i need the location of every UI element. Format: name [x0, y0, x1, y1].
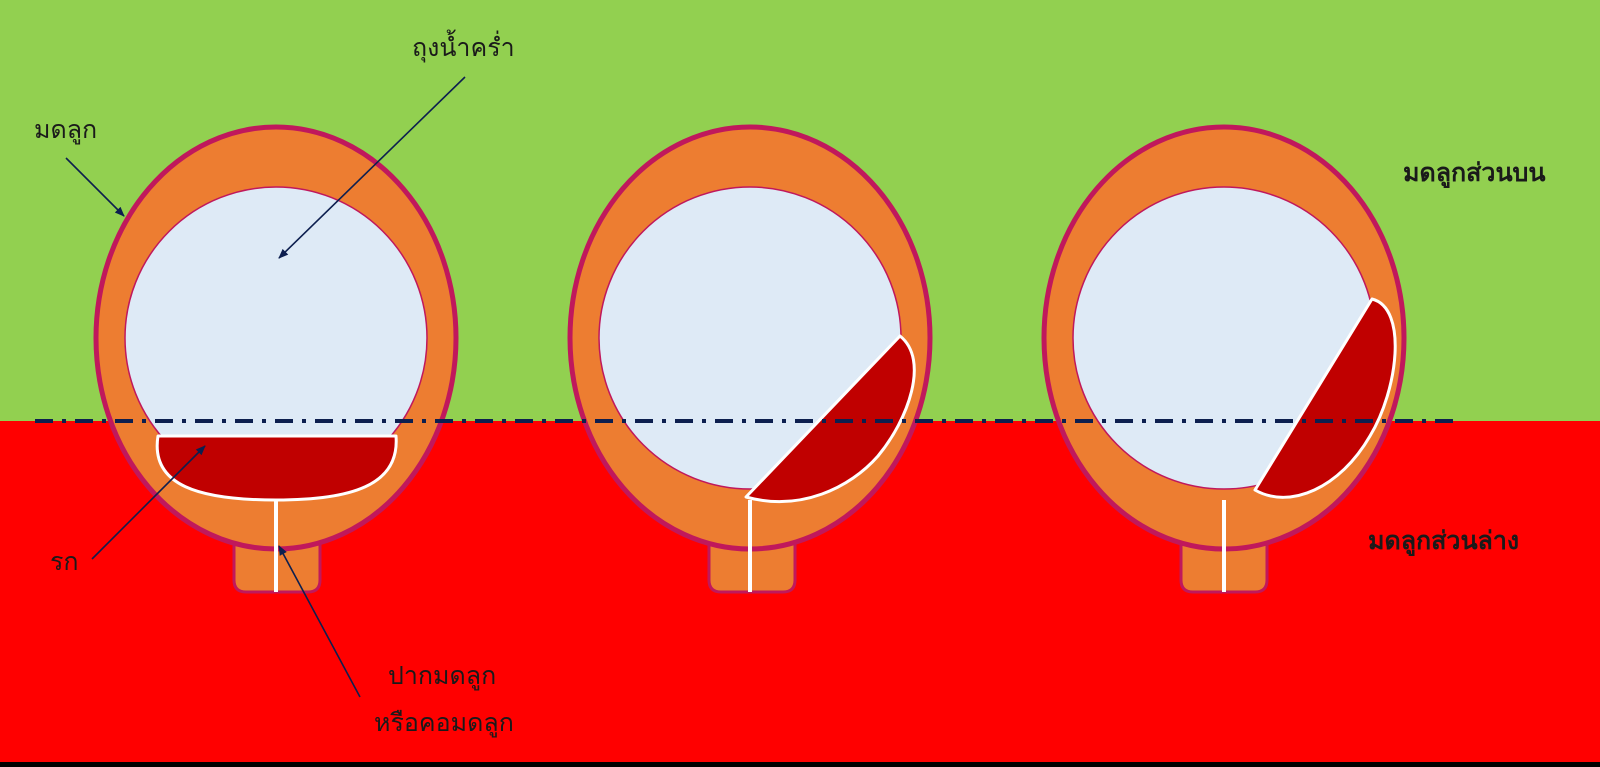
- label-amniotic-sac: ถุงน้ำคร่ำ: [412, 33, 515, 62]
- label-upper-segment: มดลูกส่วนบน: [1403, 158, 1546, 187]
- label-placenta: รก: [50, 547, 79, 576]
- placenta: [1253, 297, 1397, 499]
- placenta: [744, 334, 916, 504]
- uterus-2: [567, 124, 933, 594]
- arrow-uterus: [65, 157, 125, 217]
- arrow-cervix: [278, 545, 361, 698]
- label-cervix-line2: หรือคอมดลูก: [374, 708, 514, 737]
- label-lower-segment: มดลูกส่วนล่าง: [1368, 526, 1520, 555]
- label-uterus: มดลูก: [34, 115, 98, 144]
- arrow-placenta: [91, 445, 206, 560]
- uterus-3: [1041, 124, 1407, 594]
- placenta: [155, 434, 398, 502]
- label-cervix-line1: ปากมดลูก: [388, 661, 497, 690]
- bottom-border: [0, 762, 1600, 767]
- arrow-amniotic-sac: [278, 76, 466, 259]
- uterus-1: [93, 124, 459, 594]
